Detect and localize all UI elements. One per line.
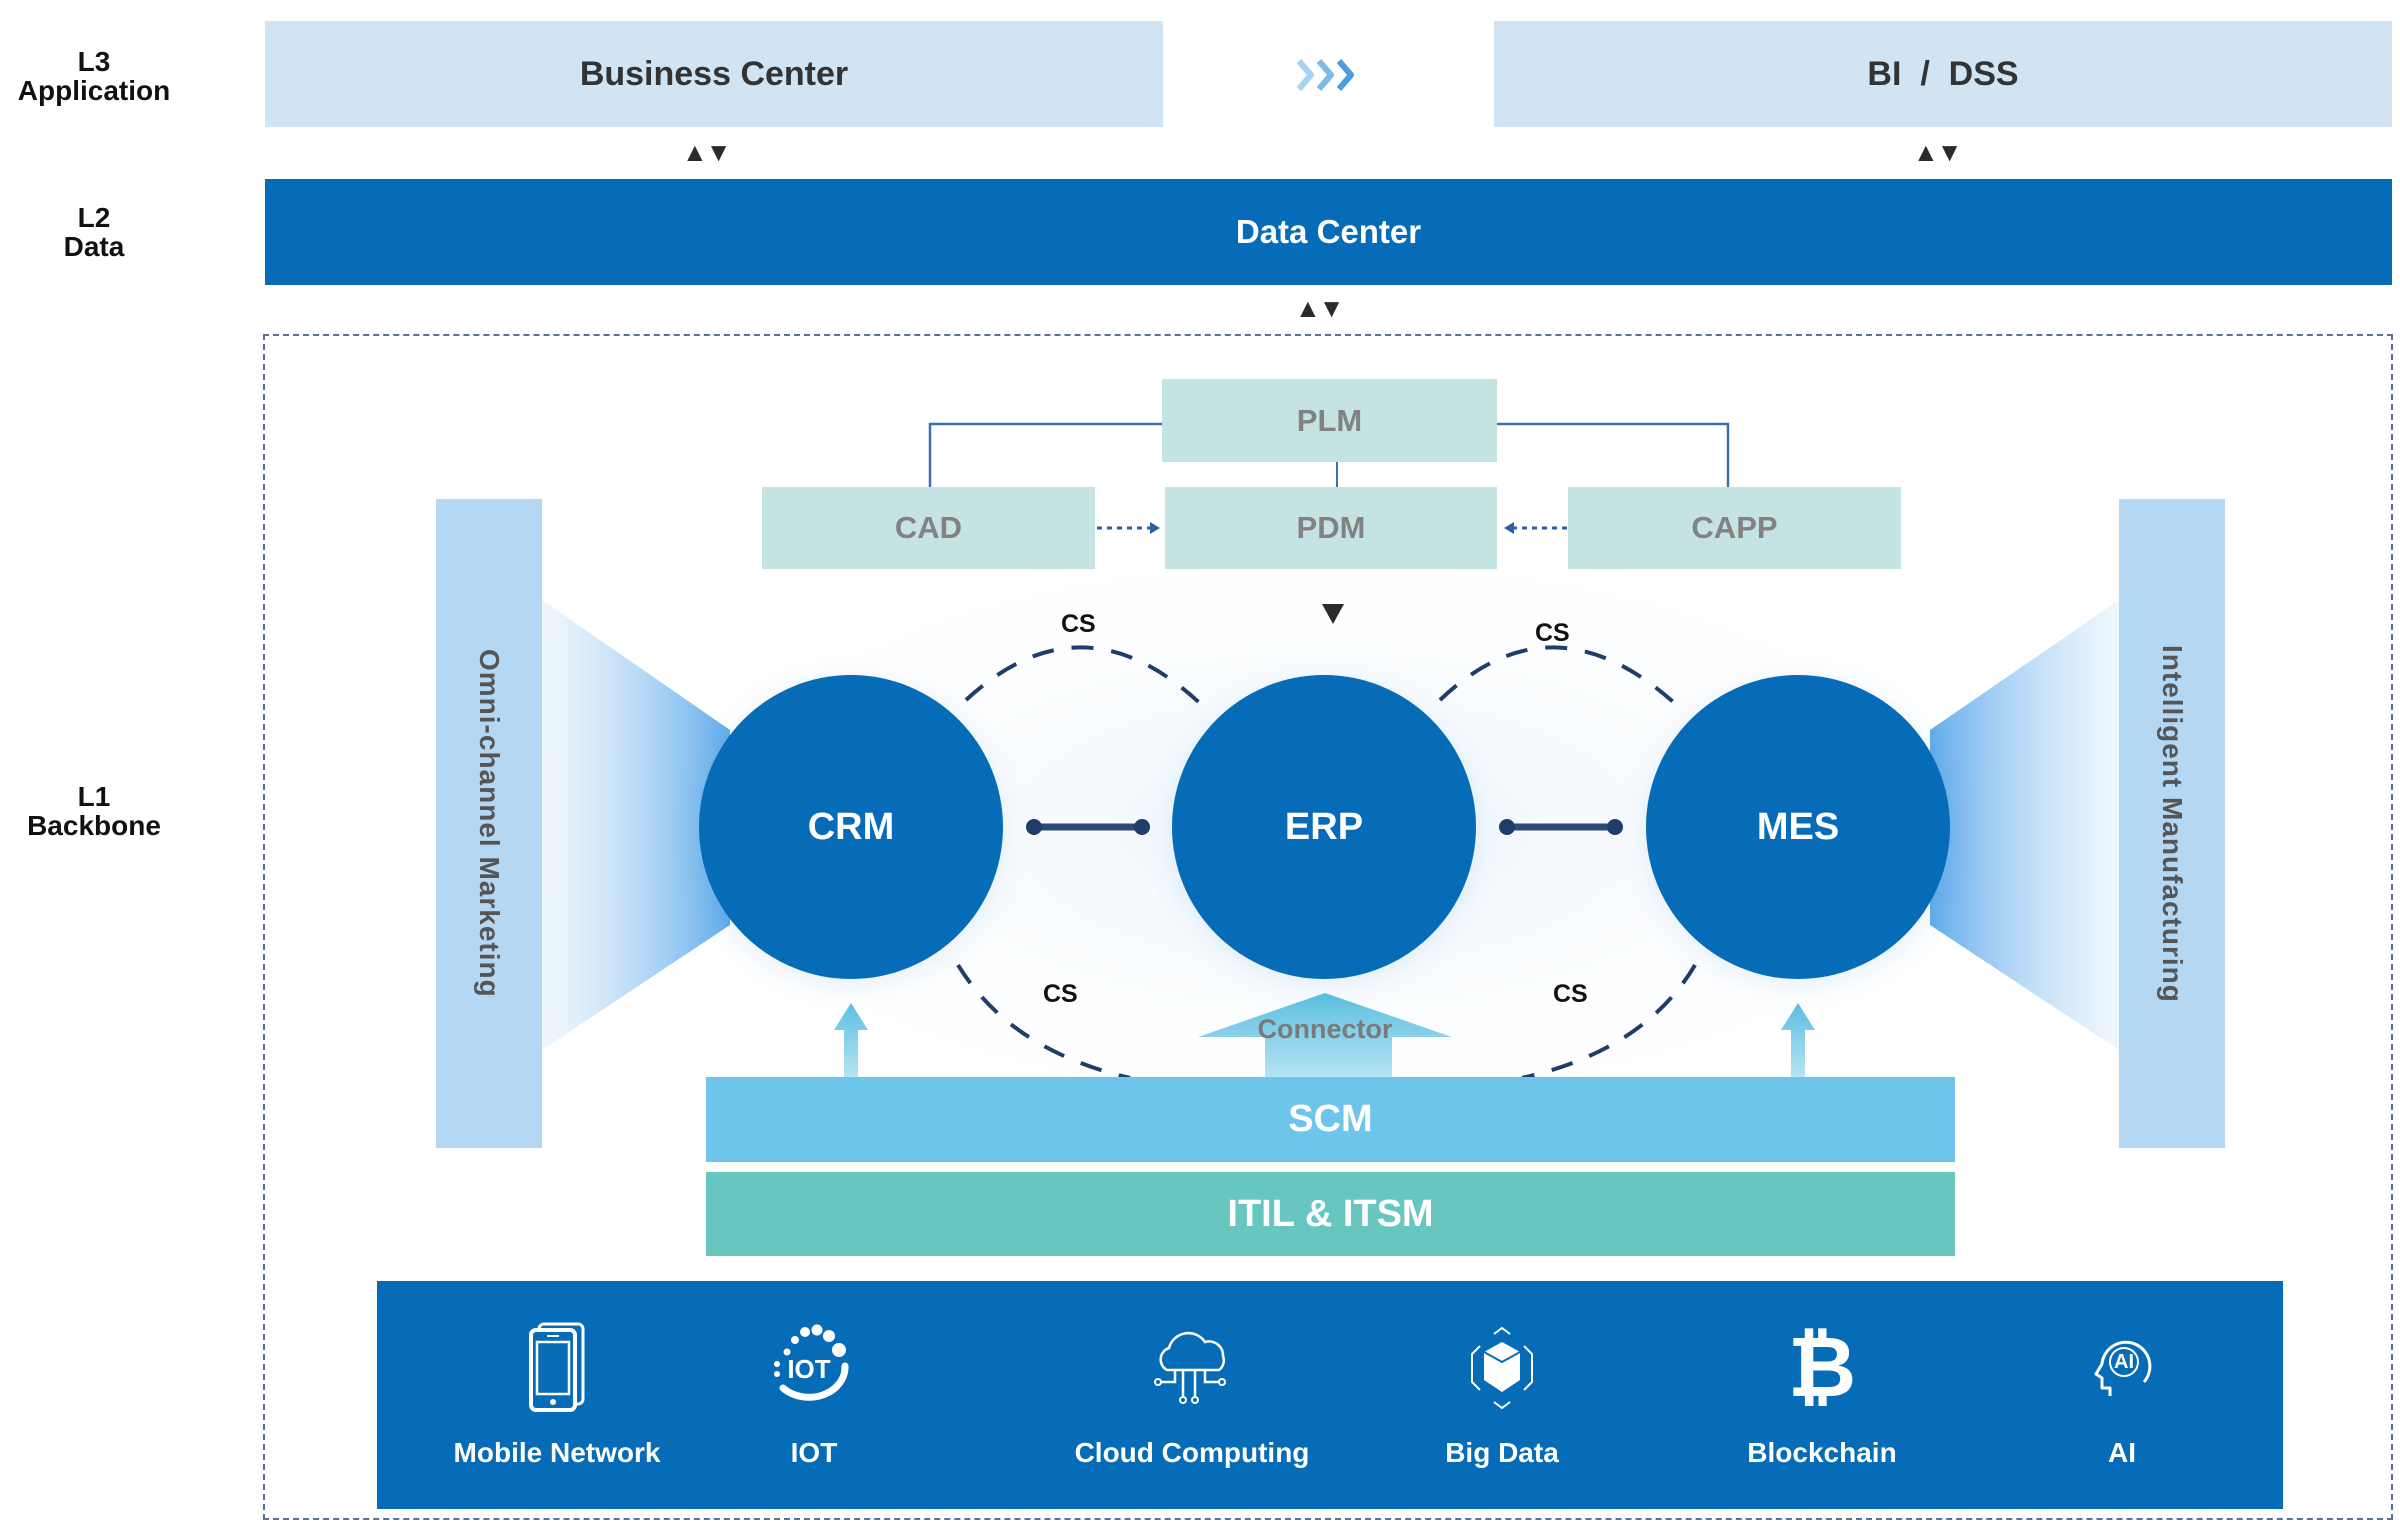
crm-label: CRM	[807, 805, 895, 848]
layer-label-l2: L2 Data	[0, 203, 188, 261]
cs-label: CS	[1061, 610, 1096, 638]
svg-text:IOT: IOT	[787, 1354, 830, 1384]
scm-label: SCM	[1288, 1098, 1373, 1140]
connector-arrow	[1198, 993, 1452, 1077]
left-beam	[542, 600, 730, 1050]
cs-arc-crm-erp-top	[964, 645, 1209, 712]
data-center-box[interactable]: Data Center	[265, 179, 2392, 285]
mobile-phone-icon	[507, 1321, 607, 1413]
plm-box[interactable]: PLM	[1162, 379, 1497, 462]
tech-item-blockchain[interactable]: ₿ Blockchain	[1717, 1281, 1927, 1509]
tech-label: Mobile Network	[453, 1437, 661, 1468]
cs-arc-erp-mes-top	[1438, 645, 1684, 712]
layer-code: L2	[77, 202, 111, 233]
tech-label: IOT	[790, 1437, 838, 1468]
triple-chevron-right-icon	[1295, 55, 1361, 100]
cloud-computing-icon	[1142, 1321, 1242, 1413]
tech-label: AI	[2108, 1437, 2136, 1468]
tech-item-big-data[interactable]: Big Data	[1417, 1281, 1587, 1509]
bidirectional-arrow-icon: ▲▼	[682, 137, 731, 167]
data-center-label: Data Center	[1235, 213, 1422, 250]
itil-itsm-bar[interactable]: ITIL & ITSM	[706, 1172, 1955, 1256]
erp-circle[interactable]: ERP	[1172, 675, 1476, 979]
arrowhead	[1504, 522, 1514, 534]
omni-channel-marketing-bar[interactable]: Omni-channel Marketing	[436, 499, 542, 1148]
erp-label: ERP	[1284, 805, 1364, 848]
bitcoin-icon: ₿	[1787, 1318, 1857, 1416]
technology-bar: Mobile Network IOT IOT	[377, 1281, 2283, 1509]
intelligent-manufacturing-label: Intelligent Manufacturing	[2157, 644, 2188, 1003]
connector-label: Connector	[1257, 1014, 1393, 1044]
right-beam	[1930, 600, 2119, 1050]
cad-box[interactable]: CAD	[762, 487, 1095, 569]
scm-to-crm-arrow	[834, 1003, 868, 1077]
bidirectional-arrow-icon: ▲▼	[1295, 293, 1344, 323]
intelligent-manufacturing-bar[interactable]: Intelligent Manufacturing	[2119, 499, 2225, 1148]
cad-label: CAD	[894, 510, 963, 545]
omni-channel-marketing-label: Omni-channel Marketing	[474, 649, 505, 998]
mes-label: MES	[1756, 805, 1840, 848]
tech-label: Big Data	[1445, 1437, 1559, 1468]
ai-head-icon: AI	[2072, 1321, 2172, 1413]
itil-itsm-label: ITIL & ITSM	[1227, 1192, 1434, 1235]
tech-label: Cloud Computing	[1074, 1437, 1310, 1468]
pdm-box[interactable]: PDM	[1165, 487, 1497, 569]
mes-circle[interactable]: MES	[1646, 675, 1950, 979]
down-triangle-icon	[1322, 604, 1344, 624]
layer-label-l1: L1 Backbone	[0, 782, 188, 840]
tech-item-ai[interactable]: AI AI	[2057, 1281, 2187, 1509]
iot-icon: IOT	[764, 1321, 864, 1413]
link-node	[1499, 819, 1515, 835]
layer-name: Application	[17, 75, 171, 106]
plm-label: PLM	[1296, 402, 1363, 438]
backbone-frame	[263, 334, 2393, 1520]
tech-item-mobile-network[interactable]: Mobile Network	[437, 1281, 677, 1509]
link-node	[1607, 819, 1623, 835]
link-node	[1026, 819, 1042, 835]
bi-dss-label: BI / DSS	[1867, 54, 2019, 93]
layer-name: Data	[63, 231, 125, 262]
tech-label: Blockchain	[1747, 1437, 1897, 1468]
plm-cad-link	[928, 422, 1162, 487]
layer-name: Backbone	[27, 810, 161, 841]
business-center-label: Business Center	[579, 54, 849, 93]
link-node	[1134, 819, 1150, 835]
svg-text:AI: AI	[2114, 1351, 2134, 1373]
capp-label: CAPP	[1691, 510, 1778, 545]
crm-circle[interactable]: CRM	[699, 675, 1003, 979]
arrowhead	[1150, 522, 1160, 534]
bi-dss-box[interactable]: BI / DSS	[1494, 21, 2392, 127]
big-data-icon	[1452, 1321, 1552, 1413]
business-center-box[interactable]: Business Center	[265, 21, 1163, 127]
capp-box[interactable]: CAPP	[1568, 487, 1901, 569]
cs-arc-crm-bottom	[956, 963, 1131, 1080]
scm-to-mes-arrow	[1781, 1003, 1815, 1077]
layer-label-l3: L3 Application	[0, 47, 188, 105]
pdm-label: PDM	[1296, 510, 1366, 545]
bidirectional-arrow-icon: ▲▼	[1913, 137, 1962, 167]
tech-item-cloud-computing[interactable]: Cloud Computing	[1057, 1281, 1327, 1509]
scm-bar[interactable]: SCM	[706, 1077, 1955, 1162]
cs-arc-mes-bottom	[1521, 963, 1697, 1080]
cs-label: CS	[1535, 619, 1570, 647]
plm-capp-link	[1497, 422, 1730, 487]
layer-code: L3	[77, 46, 111, 77]
layer-code: L1	[77, 781, 111, 812]
cs-label: CS	[1553, 980, 1588, 1008]
cs-label: CS	[1043, 980, 1078, 1008]
tech-item-iot[interactable]: IOT IOT	[749, 1281, 879, 1509]
